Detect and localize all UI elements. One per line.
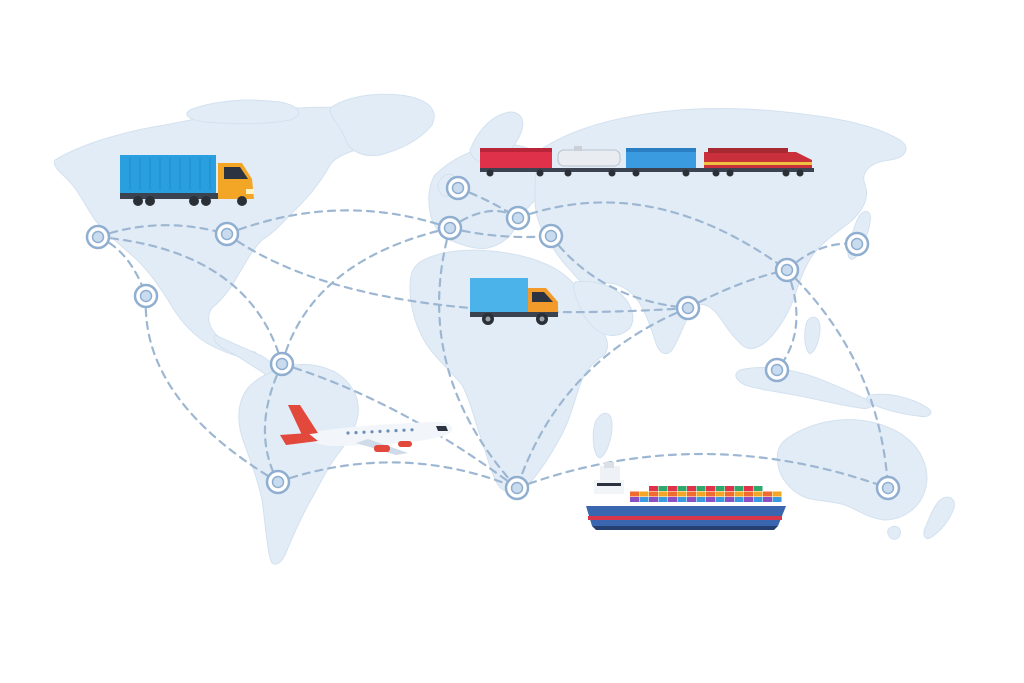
container-truck-icon (120, 155, 254, 206)
route-line (785, 268, 890, 490)
cargo-container (734, 491, 744, 497)
location-node-icon (764, 357, 790, 383)
route-line (276, 461, 519, 490)
route-line (225, 209, 452, 236)
cargo-container (763, 491, 772, 497)
cargo-container (696, 497, 706, 502)
route-line (263, 362, 284, 484)
cargo-container (677, 491, 687, 497)
cargo-container (715, 497, 725, 502)
route-line (96, 224, 229, 239)
cargo-container (649, 486, 658, 491)
location-node-icon (85, 224, 111, 250)
location-node-icon (774, 257, 800, 283)
route-line (549, 234, 690, 310)
cargo-container (725, 497, 734, 502)
cargo-container (696, 491, 706, 497)
continent-madagascar (592, 412, 613, 459)
cargo-container (668, 491, 677, 497)
route-line (96, 235, 284, 366)
location-node-icon (538, 223, 564, 249)
delivery-van-icon (470, 278, 558, 325)
cargo-container (725, 486, 734, 491)
cargo-container (677, 486, 687, 491)
continent-indonesia (735, 367, 872, 409)
location-node-icon (437, 215, 463, 241)
continent-south-america (238, 364, 359, 565)
cargo-container (687, 497, 696, 502)
cargo-container (744, 497, 753, 502)
cargo-container (734, 486, 744, 491)
location-node-icon (265, 469, 291, 495)
route-line (144, 294, 280, 484)
location-node-icon (875, 475, 901, 501)
location-node-icon (844, 231, 870, 257)
cargo-container (668, 497, 677, 502)
cargo-container (734, 497, 744, 502)
location-node-icon (214, 221, 240, 247)
continent-greenland (329, 93, 435, 157)
location-node-icon (675, 295, 701, 321)
cargo-container (649, 497, 658, 502)
location-node-icon (445, 175, 471, 201)
continent-new-guinea (866, 393, 932, 417)
route-line (515, 452, 890, 490)
cargo-container (715, 486, 725, 491)
cargo-container (677, 497, 687, 502)
cargo-container (753, 491, 763, 497)
route-nodes (85, 175, 901, 501)
location-node-icon (505, 205, 531, 231)
cargo-container (639, 491, 649, 497)
cargo-container (630, 491, 639, 497)
cargo-container (772, 491, 782, 497)
continent-arctic-islands (186, 99, 300, 125)
cargo-container (706, 497, 715, 502)
cargo-container (668, 486, 677, 491)
cargo-container (687, 491, 696, 497)
location-node-icon (504, 475, 530, 501)
route-line (438, 226, 519, 490)
route-line (280, 226, 452, 366)
cargo-container (715, 491, 725, 497)
route-line (516, 201, 789, 272)
cargo-container (753, 486, 763, 491)
continent-africa (409, 249, 608, 493)
route-line (280, 362, 519, 490)
cargo-container (725, 491, 734, 497)
continent-australia (776, 419, 928, 521)
cargo-container (744, 491, 753, 497)
cargo-container (630, 497, 639, 502)
cargo-container (772, 497, 782, 502)
container-ship-icon (586, 462, 786, 530)
cargo-container (696, 486, 706, 491)
cargo-container (744, 486, 753, 491)
airplane-icon (280, 405, 453, 455)
continent-philippines (804, 316, 821, 355)
cargo-container (658, 486, 668, 491)
cargo-container (706, 486, 715, 491)
cargo-container (763, 497, 772, 502)
location-node-icon (269, 351, 295, 377)
cargo-container (649, 491, 658, 497)
location-node-icon (133, 283, 159, 309)
cargo-container (658, 497, 668, 502)
routes (96, 186, 890, 490)
cargo-container (687, 486, 696, 491)
cargo-container (753, 497, 763, 502)
cargo-container (706, 491, 715, 497)
continent-new-zealand (923, 496, 955, 539)
route-line (225, 232, 690, 314)
cargo-container (658, 491, 668, 497)
continent-arabia (573, 281, 634, 336)
route-line (515, 306, 690, 490)
cargo-container (639, 497, 649, 502)
continent-tasmania (887, 525, 901, 540)
freight-train-icon (480, 146, 814, 177)
